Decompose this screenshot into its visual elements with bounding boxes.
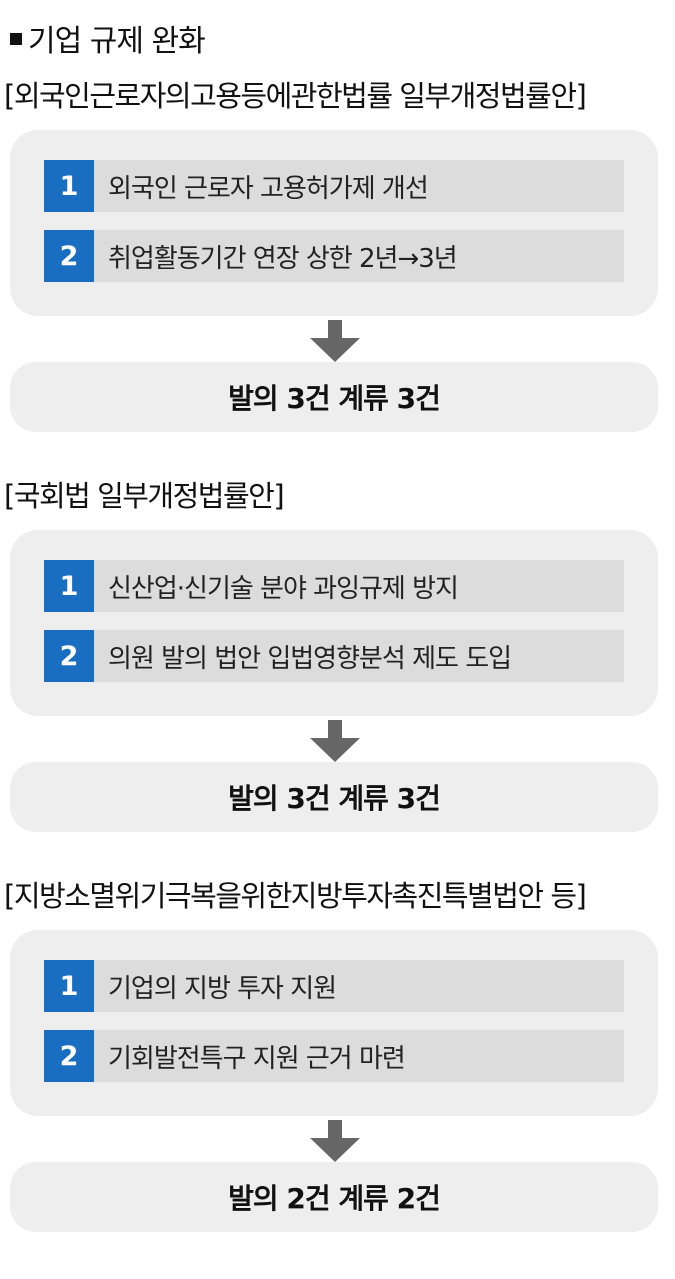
- list-item: 1 외국인 근로자 고용허가제 개선: [44, 160, 624, 212]
- item-number-badge: 1: [44, 960, 94, 1012]
- item-number-badge: 1: [44, 160, 94, 212]
- list-item: 2 의원 발의 법안 입법영향분석 제도 도입: [44, 630, 624, 682]
- item-text: 의원 발의 법안 입법영향분석 제도 도입: [108, 643, 512, 674]
- list-item: 2 기회발전특구 지원 근거 마련: [44, 1030, 624, 1082]
- item-text: 기회발전특구 지원 근거 마련: [108, 1043, 406, 1074]
- item-text: 취업활동기간 연장 상한 2년→3년: [108, 243, 458, 274]
- items-box: 1 기업의 지방 투자 지원 2 기회발전특구 지원 근거 마련: [10, 930, 658, 1116]
- page-title-text: 기업 규제 완화: [28, 24, 206, 59]
- items-box: 1 외국인 근로자 고용허가제 개선 2 취업활동기간 연장 상한 2년→3년: [10, 130, 658, 316]
- result-box: 발의 3건 계류 3건: [10, 362, 658, 432]
- section-heading: [외국인근로자의고용등에관한법률 일부개정법률안]: [4, 79, 587, 113]
- section-heading: [국회법 일부개정법률안]: [4, 479, 285, 513]
- item-text: 외국인 근로자 고용허가제 개선: [108, 173, 429, 204]
- page-title: 기업 규제 완화: [10, 18, 206, 59]
- list-item: 1 기업의 지방 투자 지원: [44, 960, 624, 1012]
- item-number-badge: 2: [44, 1030, 94, 1082]
- item-number-badge: 1: [44, 560, 94, 612]
- down-arrow-icon: [310, 320, 360, 362]
- result-box: 발의 3건 계류 3건: [10, 762, 658, 832]
- items-box: 1 신산업·신기술 분야 과잉규제 방지 2 의원 발의 법안 입법영향분석 제…: [10, 530, 658, 716]
- item-text: 신산업·신기술 분야 과잉규제 방지: [108, 573, 459, 604]
- black-square-icon: [10, 33, 22, 45]
- result-box: 발의 2건 계류 2건: [10, 1162, 658, 1232]
- list-item: 2 취업활동기간 연장 상한 2년→3년: [44, 230, 624, 282]
- list-item: 1 신산업·신기술 분야 과잉규제 방지: [44, 560, 624, 612]
- down-arrow-icon: [310, 720, 360, 762]
- item-number-badge: 2: [44, 630, 94, 682]
- down-arrow-icon: [310, 1120, 360, 1162]
- section-heading: [지방소멸위기극복을위한지방투자촉진특별법안 등]: [4, 879, 587, 913]
- item-text: 기업의 지방 투자 지원: [108, 973, 337, 1004]
- item-number-badge: 2: [44, 230, 94, 282]
